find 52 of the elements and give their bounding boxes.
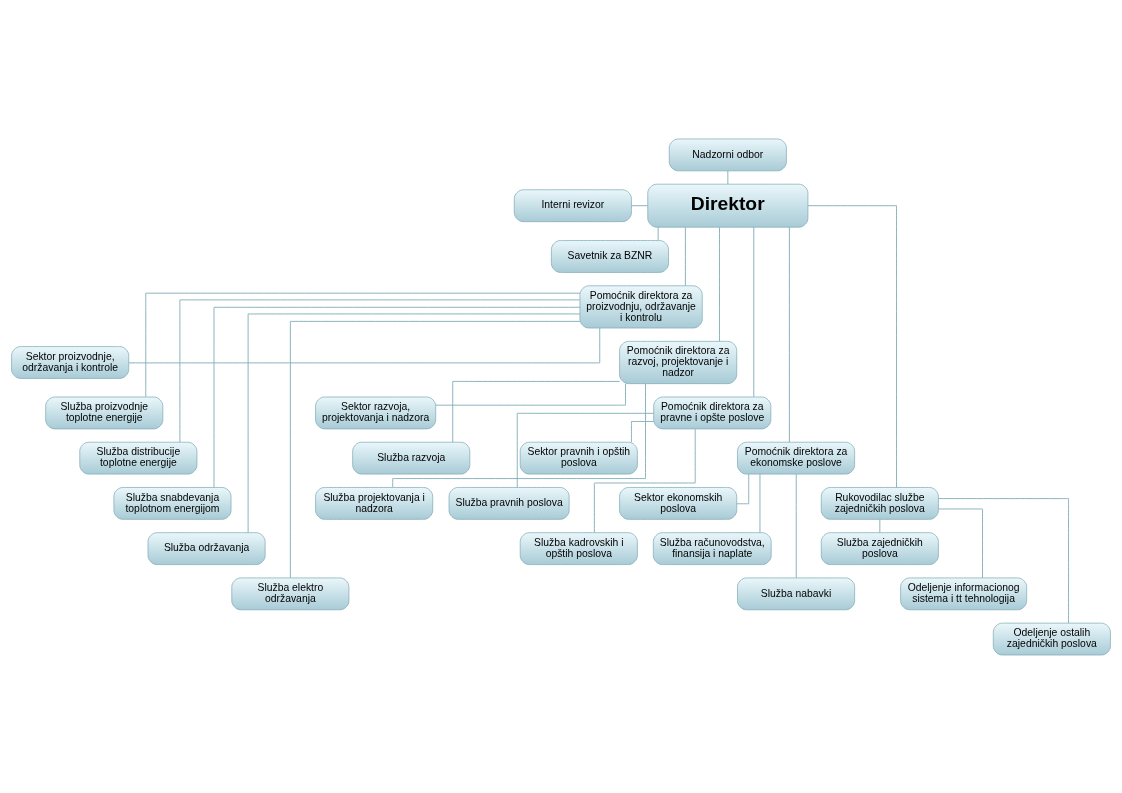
node-box: Pomoćnik direktora za ekonomske poslove	[737, 441, 855, 474]
node-box: Služba zajedničkih poslova	[820, 531, 939, 565]
connector	[684, 226, 686, 286]
node-box: Služba pravnih poslova	[448, 486, 570, 520]
connector	[938, 497, 1069, 623]
connector	[727, 170, 729, 185]
node-box: Sektor proizvodnje, održavanja i kontrole	[11, 345, 130, 379]
connector	[753, 226, 755, 397]
node-box: Služba snabdevanja toplotnom energijom	[113, 486, 232, 520]
connector	[452, 380, 620, 443]
connector	[736, 473, 750, 504]
connector	[289, 320, 581, 578]
connector	[631, 420, 654, 443]
connector	[795, 473, 797, 578]
node-box: Sektor razvoja, projektovanja i nadzora	[315, 396, 437, 429]
connector	[759, 473, 761, 533]
node-box: Odeljenje ostalih zajedničkih poslova	[992, 622, 1111, 655]
connector	[213, 306, 581, 488]
node-box: Sektor ekonomskih poslova	[619, 486, 738, 520]
connector	[631, 204, 649, 206]
node-box: Služba distribucije toplotne energije	[79, 441, 198, 474]
node-box: Pomoćnik direktora za proizvodnju, održavanje i kontrolu	[579, 284, 703, 328]
node-box: Služba kadrovskih i opštih poslova	[519, 531, 638, 565]
connector	[179, 298, 581, 443]
node-box: Služba elektro održavanja	[231, 577, 350, 610]
connector	[657, 226, 659, 241]
connector	[392, 382, 646, 488]
node-box: Služba proizvodnje toplotne energije	[45, 396, 164, 429]
node-box: Nadzorni odbor	[668, 138, 787, 171]
connector	[593, 428, 696, 533]
node-box: Direktor	[647, 183, 809, 228]
connector	[788, 226, 790, 443]
node-box: Služba razvoja	[352, 441, 471, 474]
node-box: Služba računovodstva, finansija i naplate	[652, 531, 772, 565]
node-box: Interni revizor	[513, 188, 632, 222]
connector	[247, 313, 581, 533]
node-box: Služba projektovanja i nadzora	[315, 486, 434, 520]
connector	[807, 204, 897, 488]
connector	[938, 508, 983, 578]
connector	[435, 382, 626, 406]
node-box: Služba održavanja	[147, 531, 266, 565]
connector	[128, 327, 601, 363]
node-box: Savetnik za BZNR	[551, 239, 669, 273]
node-box: Rukovodilac službe zajedničkih poslova	[820, 486, 939, 520]
node-box: Služba nabavki	[737, 577, 855, 610]
node-box: Odeljenje informacionog sistema i tt tehnologija	[900, 577, 1027, 610]
connector	[145, 292, 581, 397]
node-box: Pomoćnik direktora za pravne i opšte poslove	[653, 396, 772, 429]
connector	[879, 518, 881, 533]
node-box: Sektor pravnih i opštih poslova	[519, 441, 638, 474]
connector	[719, 226, 720, 342]
node-box: Pomoćnik direktora za razvoj, projektovanje i nadzor	[619, 340, 738, 384]
